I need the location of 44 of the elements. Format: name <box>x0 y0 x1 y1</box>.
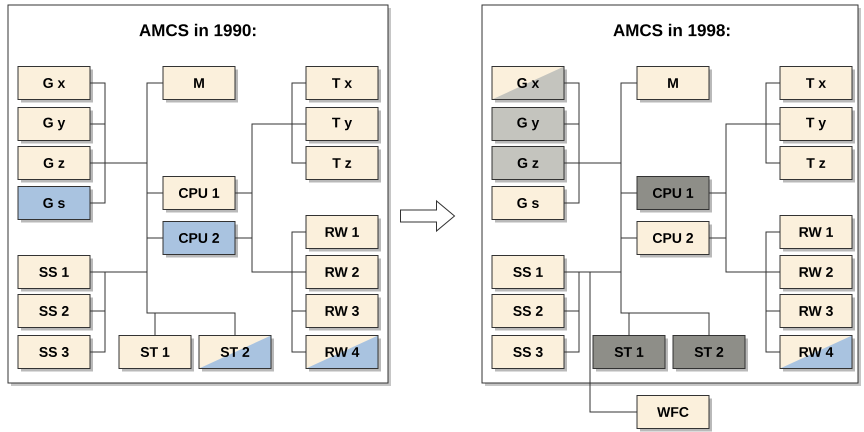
component-box: G y <box>492 107 567 144</box>
component-box: G s <box>492 186 567 222</box>
bus-lines <box>235 82 306 352</box>
component-box: SS 2 <box>18 294 93 330</box>
component-box: RW 4 <box>780 335 855 372</box>
component-box: CPU 2 <box>636 221 712 258</box>
bus-lines <box>564 82 710 412</box>
component-box: ST 1 <box>118 335 194 372</box>
component-box: RW 3 <box>780 294 855 330</box>
component-box: G x <box>18 66 93 102</box>
component-box: SS 3 <box>492 335 567 372</box>
component-box: G z <box>18 146 93 182</box>
component-box: WFC <box>636 395 712 432</box>
component-box: RW 2 <box>780 255 855 292</box>
component-box: ST 2 <box>198 335 274 372</box>
component-box: G x <box>492 66 567 102</box>
component-box: T x <box>306 66 381 102</box>
component-box: ST 2 <box>672 335 748 372</box>
component-box: G z <box>492 146 567 182</box>
component-box: M <box>636 66 712 102</box>
component-box: ST 1 <box>592 335 668 372</box>
component-box: RW 4 <box>306 335 381 372</box>
component-box: CPU 2 <box>162 221 238 258</box>
component-box: SS 1 <box>492 255 567 292</box>
component-box: RW 3 <box>306 294 381 330</box>
component-box: RW 1 <box>306 215 381 252</box>
component-box: T y <box>306 107 381 144</box>
component-box: RW 2 <box>306 255 381 292</box>
block-arrow <box>400 200 456 232</box>
component-box: T z <box>306 146 381 182</box>
component-box: M <box>162 66 238 102</box>
component-box: G y <box>18 107 93 144</box>
component-box: CPU 1 <box>636 176 712 212</box>
component-box: RW 1 <box>780 215 855 252</box>
component-box: SS 2 <box>492 294 567 330</box>
component-box: T y <box>780 107 855 144</box>
bus-lines <box>709 82 780 352</box>
component-box: T x <box>780 66 855 102</box>
component-box: SS 3 <box>18 335 93 372</box>
component-box: CPU 1 <box>162 176 238 212</box>
component-box: SS 1 <box>18 255 93 292</box>
component-box: T z <box>780 146 855 182</box>
bus-lines <box>90 82 236 352</box>
component-box: G s <box>18 186 93 222</box>
